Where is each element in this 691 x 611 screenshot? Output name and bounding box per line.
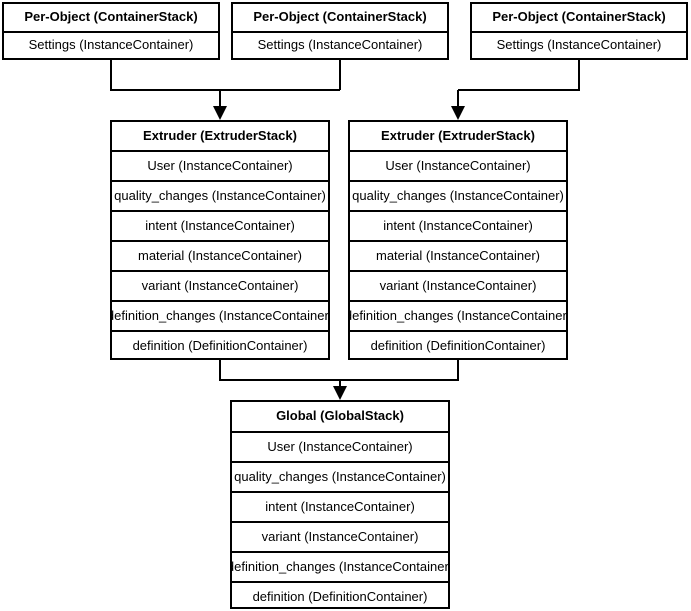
node-row-definition: definition (DefinitionContainer) [350, 330, 566, 360]
node-row-definition-changes: definition_changes (InstanceContainer) [350, 300, 566, 330]
node-row-definition: definition (DefinitionContainer) [232, 581, 448, 611]
connector-per-object-3-to-extruder-2 [458, 60, 580, 91]
node-row-material: material (InstanceContainer) [350, 240, 566, 270]
node-row-settings: Settings (InstanceContainer) [4, 31, 218, 58]
node-row-variant: variant (InstanceContainer) [112, 270, 328, 300]
node-row-definition: definition (DefinitionContainer) [112, 330, 328, 360]
node-per-object-1[interactable]: Per-Object (ContainerStack) Settings (In… [2, 2, 220, 60]
node-row-variant: variant (InstanceContainer) [350, 270, 566, 300]
node-header: Per-Object (ContainerStack) [24, 9, 198, 25]
node-extruder-2[interactable]: Extruder (ExtruderStack) User (InstanceC… [348, 120, 568, 360]
node-row-material: material (InstanceContainer) [112, 240, 328, 270]
node-per-object-2[interactable]: Per-Object (ContainerStack) Settings (In… [231, 2, 449, 60]
node-global-stack[interactable]: Global (GlobalStack) User (InstanceConta… [230, 400, 450, 609]
node-row-quality-changes: quality_changes (InstanceContainer) [350, 180, 566, 210]
node-row-definition-changes: definition_changes (InstanceContainer) [112, 300, 328, 330]
arrowhead-extruder-2 [451, 106, 465, 120]
node-row-settings: Settings (InstanceContainer) [472, 31, 686, 58]
connector-per-object-1-to-extruder-1 [110, 60, 340, 91]
node-row-definition-changes: definition_changes (InstanceContainer) [232, 551, 448, 581]
node-row-intent: intent (InstanceContainer) [112, 210, 328, 240]
connector-extruder-1-to-global [219, 360, 459, 381]
arrowhead-global [333, 386, 347, 400]
node-row-variant: variant (InstanceContainer) [232, 521, 448, 551]
node-per-object-3[interactable]: Per-Object (ContainerStack) Settings (In… [470, 2, 688, 60]
arrowhead-extruder-1 [213, 106, 227, 120]
node-header: Extruder (ExtruderStack) [143, 127, 297, 143]
node-row-user: User (InstanceContainer) [232, 431, 448, 461]
node-header: Global (GlobalStack) [276, 408, 404, 424]
node-row-settings: Settings (InstanceContainer) [233, 31, 447, 58]
node-row-user: User (InstanceContainer) [350, 150, 566, 180]
node-row-quality-changes: quality_changes (InstanceContainer) [232, 461, 448, 491]
node-header: Extruder (ExtruderStack) [381, 127, 535, 143]
node-row-user: User (InstanceContainer) [112, 150, 328, 180]
node-row-quality-changes: quality_changes (InstanceContainer) [112, 180, 328, 210]
node-header: Per-Object (ContainerStack) [253, 9, 427, 25]
node-row-intent: intent (InstanceContainer) [232, 491, 448, 521]
node-header: Per-Object (ContainerStack) [492, 9, 666, 25]
node-row-intent: intent (InstanceContainer) [350, 210, 566, 240]
node-extruder-1[interactable]: Extruder (ExtruderStack) User (InstanceC… [110, 120, 330, 360]
